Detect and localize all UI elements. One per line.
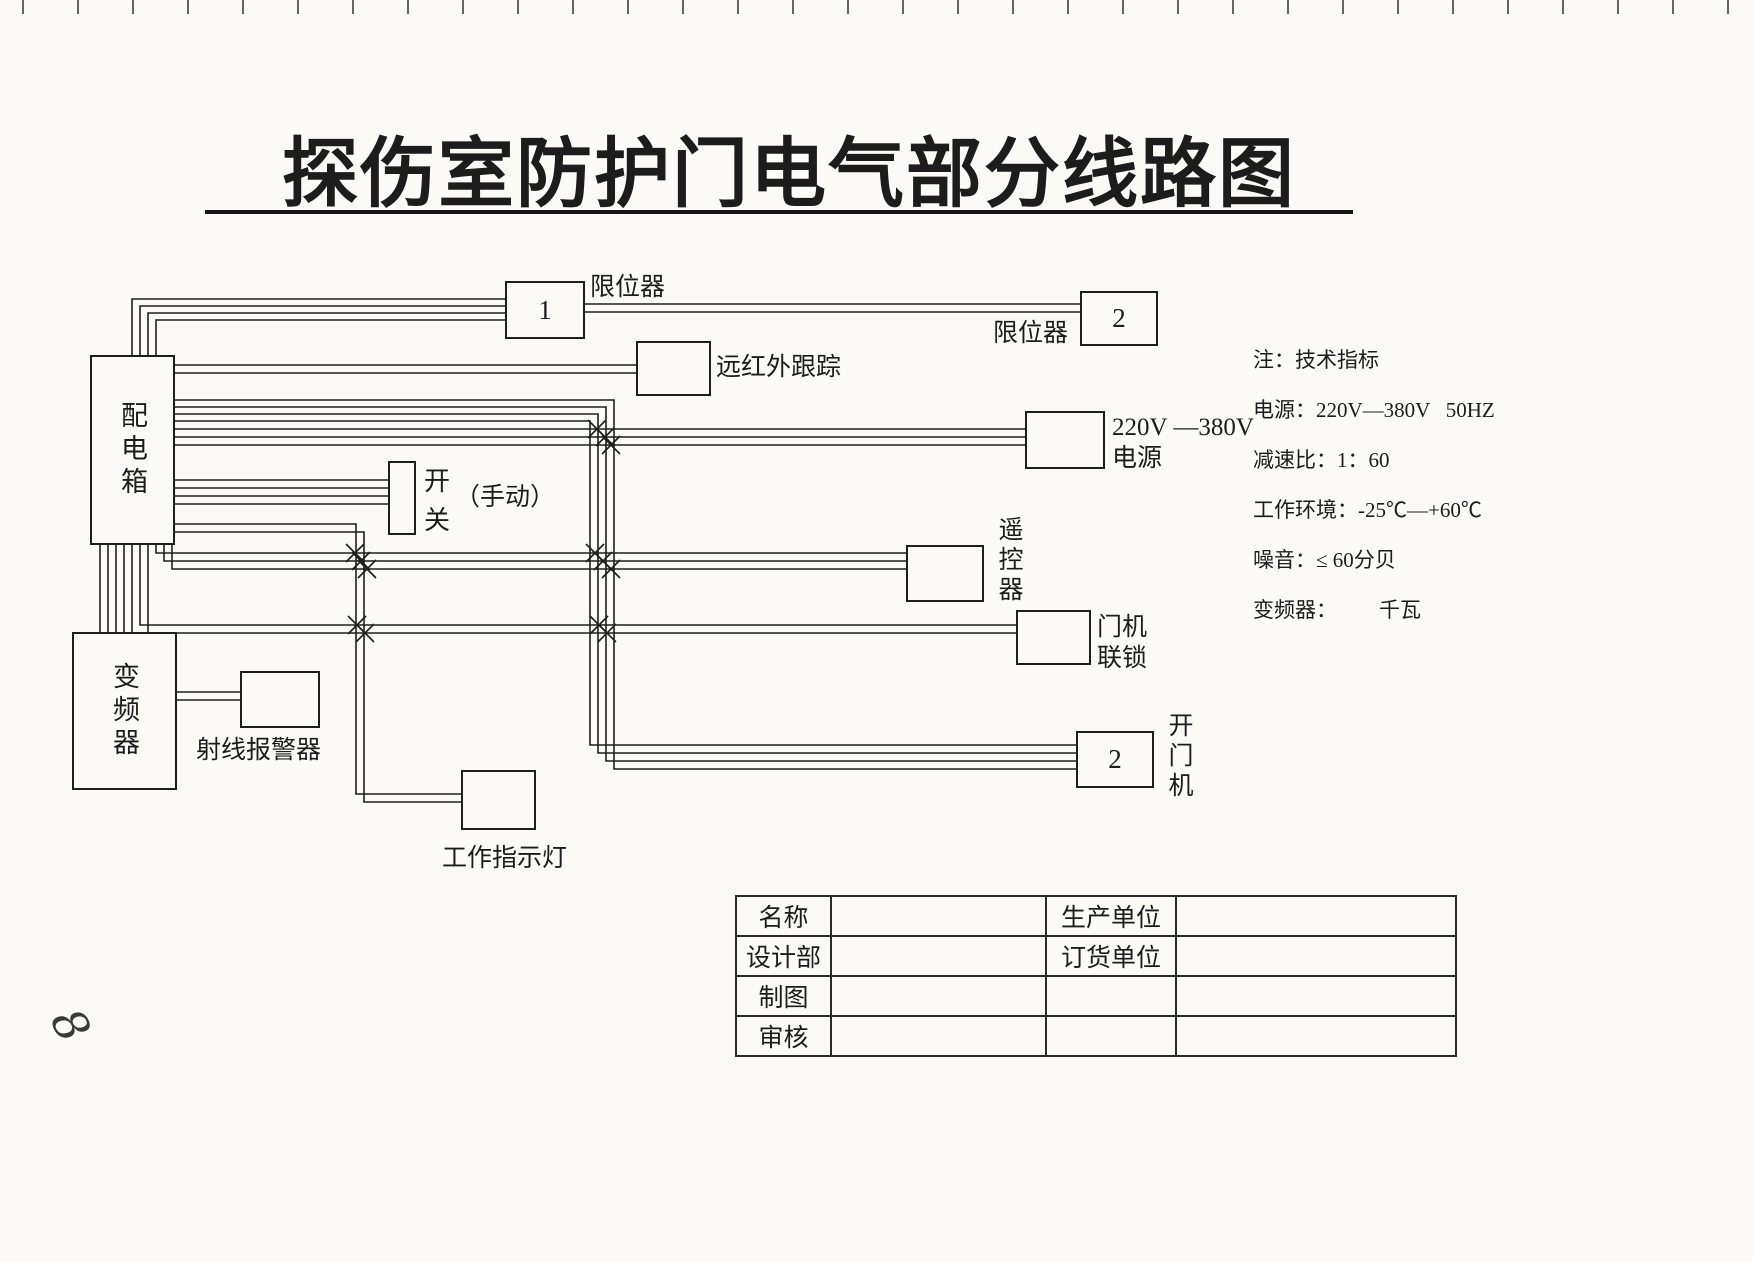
component-limit-switch-2: 2 xyxy=(1080,291,1158,346)
wires-radiation-alarm xyxy=(177,691,240,701)
titleblock-drawing-label: 制图 xyxy=(735,975,832,1017)
titleblock-order-label: 订货单位 xyxy=(1045,935,1177,977)
diagram-title: 探伤室防护门电气部分线路图 xyxy=(282,133,1296,217)
titleblock-review-label: 审核 xyxy=(735,1015,832,1057)
titleblock-empty-cell xyxy=(1175,935,1457,977)
title-underline xyxy=(205,210,1353,214)
wires-power-supply xyxy=(175,428,1025,446)
work-indicator-label: 工作指示灯 xyxy=(442,845,568,872)
distribution-box-label: 配电箱 xyxy=(117,400,147,500)
component-distribution-box: 配电箱 xyxy=(90,355,175,545)
manual-switch-suffix: （手动） xyxy=(455,484,556,511)
manual-switch-chars: 开 关 xyxy=(424,467,451,535)
door-opener-number: 2 xyxy=(1108,744,1122,774)
wires-limit-switches xyxy=(131,298,1080,355)
note-noise: 噪音：≤ 60分贝 xyxy=(1253,548,1396,572)
note-environment: 工作环境：-25℃—+60℃ xyxy=(1253,498,1482,522)
titleblock-producer-label: 生产单位 xyxy=(1045,895,1177,937)
power-supply-label: 220V —380V 电源 xyxy=(1112,414,1254,473)
titleblock-empty-cell xyxy=(1175,975,1457,1017)
note-power: 电源：220V—380V 50HZ xyxy=(1253,398,1495,422)
wires-infrared-tracking xyxy=(175,364,636,374)
titleblock-empty-cell xyxy=(1175,895,1457,937)
component-door-interlock-box xyxy=(1016,610,1091,665)
component-remote-control-box xyxy=(906,545,984,602)
wires-remote-control xyxy=(155,545,906,570)
wires-door-interlock xyxy=(139,545,1016,634)
title-block-row: 名称 生产单位 xyxy=(735,895,1457,937)
title-block-row: 审核 xyxy=(735,1015,1457,1057)
component-infrared-tracking-box xyxy=(636,341,711,396)
handwritten-page-number: 8 xyxy=(39,999,102,1051)
remote-control-label: 遥控器 xyxy=(995,516,1022,606)
wires-inverter xyxy=(99,545,133,632)
titleblock-empty-cell xyxy=(830,1015,1047,1057)
titleblock-empty-cell xyxy=(1175,1015,1457,1057)
scanner-ruler-ticks xyxy=(22,0,1753,14)
note-heading: 注：技术指标 xyxy=(1253,348,1379,372)
limit-switch-2-label: 限位器 xyxy=(993,320,1069,347)
limit-switch-1-label: 限位器 xyxy=(590,274,666,301)
title-block-row: 制图 xyxy=(735,975,1457,1017)
component-limit-switch-1: 1 xyxy=(505,281,585,339)
door-interlock-label: 门机 联锁 xyxy=(1097,614,1148,673)
component-radiation-alarm-box xyxy=(240,671,320,728)
limit-switch-2-number: 2 xyxy=(1112,303,1126,333)
door-opener-label: 开门机 xyxy=(1165,712,1192,802)
limit-switch-1-number: 1 xyxy=(538,294,552,325)
infrared-tracking-label: 远红外跟踪 xyxy=(716,354,842,381)
titleblock-empty-cell xyxy=(830,895,1047,937)
note-inverter-kw: 变频器： 千瓦 xyxy=(1253,598,1421,622)
component-power-supply-box xyxy=(1025,411,1105,469)
manual-switch-label: 开 关 （手动） xyxy=(424,462,555,540)
component-work-indicator-box xyxy=(461,770,536,830)
title-block-table: 名称 生产单位 设计部 订货单位 制图 审核 xyxy=(735,895,1457,1057)
radiation-alarm-label: 射线报警器 xyxy=(196,737,322,764)
component-door-opener-box: 2 xyxy=(1076,731,1154,788)
component-inverter-box: 变频器 xyxy=(72,632,177,790)
wires-manual-switch xyxy=(175,479,388,505)
titleblock-empty-cell xyxy=(830,975,1047,1017)
titleblock-design-label: 设计部 xyxy=(735,935,832,977)
titleblock-empty-cell xyxy=(1045,1015,1177,1057)
technical-notes: 注：技术指标 电源：220V—380V 50HZ 减速比：1：60 工作环境：-… xyxy=(1253,344,1495,644)
inverter-label: 变频器 xyxy=(109,661,139,761)
titleblock-name-label: 名称 xyxy=(735,895,832,937)
component-manual-switch-box xyxy=(388,461,416,535)
note-reduction-ratio: 减速比：1：60 xyxy=(1253,448,1390,472)
title-block-row: 设计部 订货单位 xyxy=(735,935,1457,977)
titleblock-empty-cell xyxy=(830,935,1047,977)
titleblock-empty-cell xyxy=(1045,975,1177,1017)
